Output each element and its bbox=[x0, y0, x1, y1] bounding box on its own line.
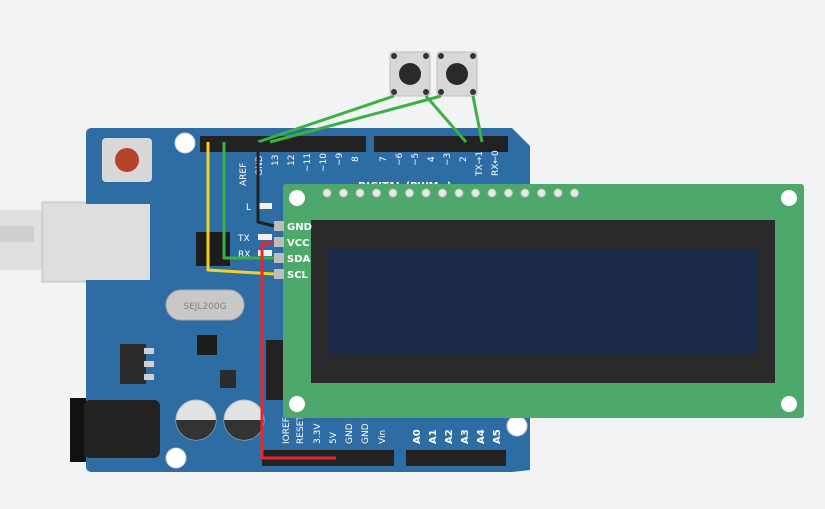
wire-button1-to-arduino bbox=[257, 94, 395, 144]
pin-label-13: 13 bbox=[271, 155, 281, 166]
lcd-top-pin bbox=[339, 188, 348, 198]
pin-label-9: ~9 bbox=[335, 152, 345, 166]
lcd-pin-vcc-label: VCC bbox=[287, 238, 309, 249]
pin-label-12: 12 bbox=[287, 155, 297, 166]
lcd-top-pin bbox=[454, 188, 464, 198]
pin-label-rx0: RX←0 bbox=[491, 150, 501, 176]
tx-label: TX bbox=[237, 234, 250, 244]
wire-button2-to-arduino bbox=[269, 94, 442, 144]
lcd-top-pin bbox=[570, 188, 579, 198]
lcd-top-pin bbox=[405, 188, 414, 198]
lcd-top-pin bbox=[504, 188, 513, 198]
capacitor-2 bbox=[223, 399, 265, 441]
lcd-module[interactable]: GND VCC SDA SCL bbox=[274, 184, 804, 418]
usb-jack bbox=[44, 204, 150, 280]
lcd-top-pin bbox=[537, 188, 546, 198]
led-rx bbox=[258, 250, 272, 256]
header-top-right[interactable] bbox=[374, 136, 508, 152]
lcd-top-pin bbox=[553, 188, 563, 198]
push-button-2[interactable] bbox=[436, 51, 478, 97]
header-top-left[interactable] bbox=[200, 136, 366, 152]
capacitor-1 bbox=[175, 399, 217, 441]
pin-label-tx1: TX→1 bbox=[475, 151, 485, 177]
pin-label-5: ~5 bbox=[411, 153, 421, 166]
pin-label-ioref: IOREF bbox=[282, 417, 292, 444]
pin-label-3v3: 3.3V bbox=[313, 423, 323, 444]
pin-label-4: 4 bbox=[427, 156, 437, 162]
lcd-pin-gnd-label: GND bbox=[287, 222, 312, 233]
lcd-top-pin bbox=[355, 188, 365, 198]
crystal-oscillator: SEJL200G bbox=[165, 289, 245, 321]
power-jack bbox=[70, 398, 160, 462]
aref-label: AREF bbox=[239, 163, 249, 186]
pin-label-a3: A3 bbox=[460, 429, 471, 444]
lcd-top-pin bbox=[520, 188, 530, 198]
lcd-top-pin bbox=[322, 188, 332, 198]
led-l bbox=[258, 203, 272, 209]
lcd-top-pin bbox=[372, 188, 381, 198]
pin-label-2: 2 bbox=[459, 156, 469, 162]
pin-label-a0: A0 bbox=[412, 429, 423, 444]
wire-scl-yellow bbox=[206, 142, 275, 276]
wire-gnd-black bbox=[256, 142, 275, 228]
crystal-label: SEJL200G bbox=[183, 302, 226, 312]
pin-label-a2: A2 bbox=[444, 429, 455, 444]
pin-label-8: 8 bbox=[351, 156, 361, 162]
pin-label-vin: Vin bbox=[378, 430, 388, 444]
pin-label-a1: A1 bbox=[428, 429, 439, 444]
pin-label-11: ~11 bbox=[303, 153, 313, 172]
voltage-regulator bbox=[120, 344, 154, 384]
lcd-top-pins bbox=[322, 188, 579, 198]
wire-vcc-red bbox=[260, 240, 336, 460]
lcd-pin-sda-label: SDA bbox=[287, 254, 311, 265]
pin-label-3: ~3 bbox=[443, 153, 453, 166]
lcd-top-pin bbox=[471, 188, 480, 198]
wires[interactable] bbox=[206, 94, 484, 460]
reset-button[interactable] bbox=[102, 138, 152, 182]
lcd-top-pin bbox=[388, 188, 398, 198]
lcd-pin-scl-label: SCL bbox=[287, 270, 309, 281]
pin-label-reset: RESET bbox=[296, 415, 306, 444]
lcd-top-pin bbox=[487, 188, 497, 198]
push-button-1[interactable] bbox=[389, 51, 431, 97]
pin-label-7: 7 bbox=[379, 156, 389, 162]
pin-label-gnd1: GND bbox=[345, 423, 355, 444]
pin-label-6: ~6 bbox=[395, 152, 405, 166]
pin-label-a5: A5 bbox=[492, 429, 503, 444]
pin-label-5v: 5V bbox=[329, 431, 339, 444]
atmega-chip-edge bbox=[266, 340, 286, 400]
transistor bbox=[220, 370, 236, 388]
rx-label: RX bbox=[238, 250, 250, 260]
lcd-top-pin bbox=[421, 188, 431, 198]
small-chip bbox=[197, 335, 217, 355]
wire-sda-green bbox=[222, 142, 274, 260]
lcd-top-pin bbox=[438, 188, 447, 198]
pin-label-10: ~10 bbox=[319, 153, 329, 172]
gnd-top-label: GND bbox=[255, 155, 265, 176]
pin-label-a4: A4 bbox=[476, 429, 487, 444]
led-tx bbox=[258, 234, 272, 240]
wire-button2-to-pin2 bbox=[471, 95, 484, 143]
wire-button1-to-pin3 bbox=[424, 95, 468, 143]
lcd-i2c-pins[interactable] bbox=[274, 221, 284, 279]
led-l-label: L bbox=[246, 203, 251, 213]
lcd-screen bbox=[328, 250, 758, 353]
header-bottom-analog[interactable] bbox=[406, 450, 506, 466]
pin-label-gnd2: GND bbox=[361, 423, 371, 444]
